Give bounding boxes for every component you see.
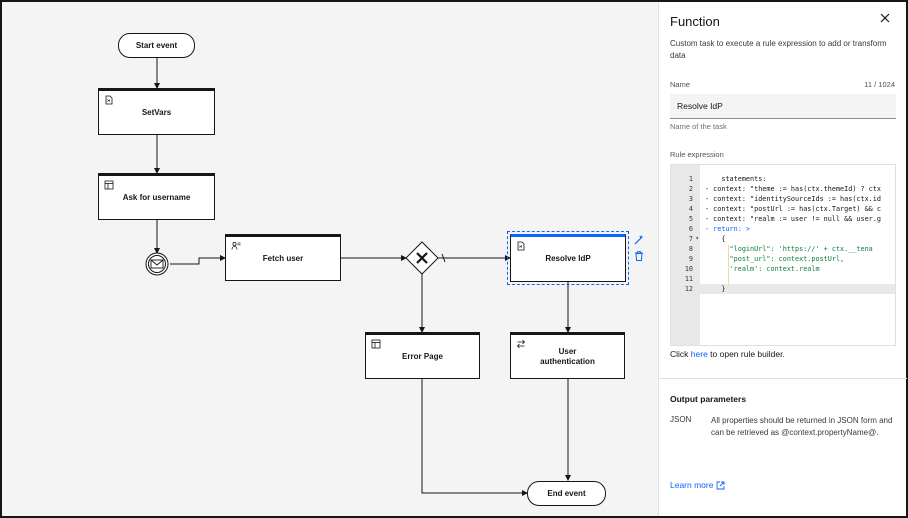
line-number: 1	[688, 175, 693, 183]
rule-builder-hint: Click here to open rule builder.	[670, 349, 785, 359]
envelope-icon	[150, 259, 164, 269]
line-number: 3	[688, 195, 693, 203]
name-helper-text: Name of the task	[670, 122, 727, 131]
flow-canvas[interactable]: Start event SetVars Ask for username Fet…	[2, 2, 658, 516]
launch-icon	[717, 481, 725, 489]
output-param-key: JSON	[670, 415, 692, 424]
close-icon[interactable]	[879, 12, 891, 24]
code-line: - context: "theme := has(ctx.themeId) ? …	[705, 185, 881, 193]
exchange-arrows-icon	[516, 339, 526, 349]
task-error-page[interactable]: Error Page	[365, 332, 480, 379]
task-user-authentication[interactable]: User authentication	[510, 332, 625, 379]
end-event[interactable]: End event	[527, 481, 606, 506]
line-number: 5	[688, 215, 693, 223]
task-resolve-idp[interactable]: Resolve IdP	[507, 231, 629, 285]
code-line: "post_url": context.postUrl,	[705, 255, 845, 263]
end-event-label: End event	[547, 488, 586, 498]
rule-expression-editor[interactable]: 1 2 3 4 5 6 7 ▾ 8 9 10 11 12 statements:…	[670, 164, 896, 346]
panel-description: Custom task to execute a rule expression…	[670, 39, 887, 60]
name-input[interactable]	[670, 94, 896, 119]
function-properties-panel: Function Custom task to execute a rule e…	[658, 2, 907, 516]
line-number: 8	[688, 245, 693, 253]
code-line: - context: "postUrl := has(ctx.Target) &…	[705, 205, 881, 213]
line-number: 11	[684, 275, 693, 283]
form-template-icon	[104, 180, 114, 190]
code-line: - context: "realm := user != null && use…	[705, 215, 881, 223]
start-event[interactable]: Start event	[118, 33, 195, 58]
node-context-tools	[633, 233, 645, 265]
section-divider	[659, 378, 907, 379]
line-number: 7	[688, 235, 693, 243]
page-template-icon	[371, 339, 381, 349]
line-number: 4	[688, 205, 693, 213]
function-doc-icon	[105, 95, 113, 105]
user-directory-icon	[231, 241, 241, 250]
indent-guide	[728, 245, 729, 285]
task-fetch-user[interactable]: Fetch user	[225, 234, 341, 281]
line-number: 10	[684, 265, 693, 273]
message-event[interactable]	[145, 252, 169, 276]
connector-message-fetch	[170, 255, 226, 265]
line-number: 2	[688, 185, 693, 193]
line-number: 12	[684, 285, 693, 293]
name-char-count: 11 / 1024	[864, 80, 895, 89]
code-line: 'realm': context.realm	[705, 265, 820, 273]
task-setvars[interactable]: SetVars	[98, 88, 215, 135]
default-flow-tick	[441, 253, 446, 263]
panel-title: Function	[670, 14, 720, 29]
output-param-description: All properties should be returned in JSO…	[711, 416, 893, 437]
rule-expression-label: Rule expression	[670, 150, 724, 159]
line-number: 9	[688, 255, 693, 263]
start-event-label: Start event	[135, 40, 178, 50]
exclusive-gateway[interactable]	[405, 241, 439, 275]
rule-builder-suffix: to open rule builder.	[707, 349, 785, 359]
exclusive-gateway-icon	[416, 252, 428, 264]
task-user-authentication-label: User authentication	[540, 346, 595, 366]
learn-more-link[interactable]: Learn more	[670, 480, 725, 490]
code-line: - context: "identitySourceIds := has(ctx…	[705, 195, 881, 203]
line-number: 6	[688, 225, 693, 233]
code-line: {	[705, 235, 726, 243]
connector-error-end	[421, 379, 528, 496]
task-ask-username[interactable]: Ask for username	[98, 173, 215, 220]
function-doc-icon	[517, 241, 525, 251]
task-resolve-idp-label: Resolve IdP	[545, 254, 591, 264]
code-line: statements:	[705, 175, 767, 183]
learn-more-label: Learn more	[670, 480, 714, 490]
rule-builder-link[interactable]: here	[690, 349, 708, 359]
task-setvars-label: SetVars	[141, 107, 172, 117]
fold-chevron-icon[interactable]: ▾	[695, 235, 699, 242]
flow-connectors	[145, 58, 571, 496]
trash-icon[interactable]	[633, 249, 645, 261]
rule-builder-prefix: Click	[670, 349, 691, 359]
magic-wand-icon[interactable]	[633, 233, 645, 245]
task-ask-username-label: Ask for username	[122, 192, 191, 202]
editor-gutter: 1 2 3 4 5 6 7 ▾ 8 9 10 11 12	[671, 165, 700, 345]
task-fetch-user-label: Fetch user	[262, 253, 304, 263]
code-line: }	[705, 285, 726, 293]
active-line-highlight	[700, 284, 895, 294]
task-error-page-label: Error Page	[402, 351, 443, 361]
name-label: Name	[670, 80, 691, 89]
code-line: "loginUrl": 'https://' + ctx.__tena	[705, 245, 873, 253]
code-line: - return: >	[705, 225, 751, 233]
output-parameters-title: Output parameters	[670, 394, 747, 404]
